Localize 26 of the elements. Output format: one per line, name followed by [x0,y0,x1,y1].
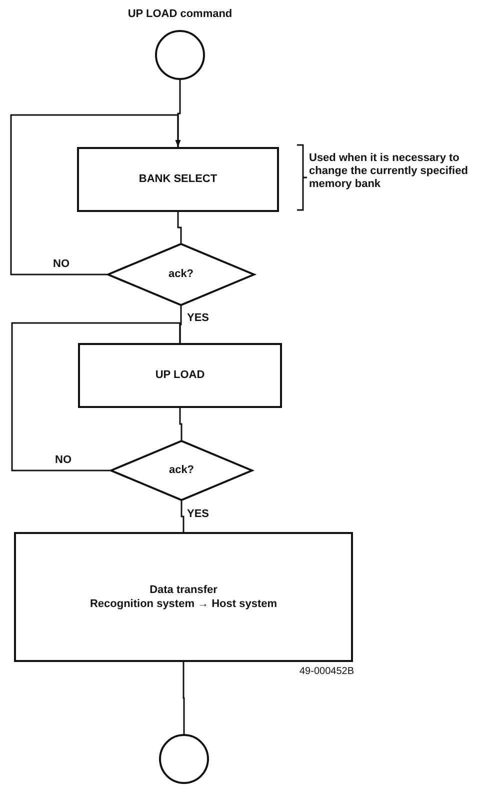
process-box [78,343,282,408]
connector-line [11,322,181,472]
decision-label: ack? [168,463,194,478]
step-label: UP LOAD [155,368,205,383]
decision-label: ack? [168,267,194,282]
terminal-label: UP LOAD command [126,8,234,22]
connector-line [180,501,184,532]
connector-line [177,212,182,243]
edge-label: NO [52,258,70,270]
process-box [14,532,353,662]
decision-diamond [107,243,255,306]
terminal-circle [159,734,209,784]
terminal-circle [155,30,205,80]
connector-line [179,408,182,440]
step-label: Data transfer [150,582,218,597]
process-box [77,147,279,212]
edge-label: YES [186,312,210,324]
edge-label: YES [186,508,210,520]
edge-label: NO [54,454,72,466]
step-label: BANK SELECT [138,172,218,187]
step-label: Recognition system → Host system [90,597,278,612]
figure-number: 49-000452B [298,666,354,677]
decision-diamond [110,440,253,501]
connector-line [182,662,185,734]
arrow [10,114,181,276]
annotation-note: Used when it is necessary to change the currently specified memory bank [309,152,469,192]
